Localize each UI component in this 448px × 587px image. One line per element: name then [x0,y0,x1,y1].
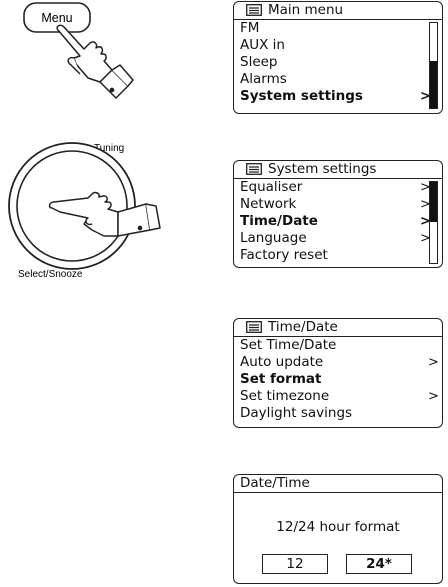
menu-item-label: Equaliser [240,179,302,195]
option-label: 12 [286,556,303,572]
menu-item-set-format[interactable]: Set format [234,371,442,388]
menu-item-network[interactable]: Network> [234,196,442,213]
menu-item-time-date[interactable]: Time/Date> [234,213,442,230]
main-menu-screen: Main menu FM AUX in Sleep Alarms System … [233,1,443,114]
screen-title: System settings [268,161,376,177]
scroll-thumb[interactable] [430,182,437,222]
chevron-right-icon: > [428,354,439,371]
menu-item-label: Time/Date [240,213,318,229]
menu-item-language[interactable]: Language> [234,230,442,247]
menu-item-set-time-date[interactable]: Set Time/Date [234,337,442,354]
menu-item-aux-in[interactable]: AUX in [234,37,442,54]
menu-item-label: System settings [240,88,363,104]
menu-item-label: Factory reset [240,247,328,263]
menu-list: Equaliser> Network> Time/Date> Language>… [234,179,442,264]
menu-item-sleep[interactable]: Sleep [234,54,442,71]
menu-item-label: Alarms [240,71,287,87]
menu-item-system-settings[interactable]: System settings> [234,88,442,105]
menu-button-illustration: Menu [0,0,200,120]
menu-item-label: Sleep [240,54,278,70]
menu-item-alarms[interactable]: Alarms [234,71,442,88]
chevron-right-icon: > [428,388,439,405]
menu-item-fm[interactable]: FM [234,20,442,37]
option-label: 24* [366,556,392,572]
dialog-prompt: 12/24 hour format [234,519,442,535]
scrollbar[interactable] [429,181,438,264]
screen-title: Time/Date [268,319,338,335]
menu-item-label: AUX in [240,37,285,53]
menu-item-label: Set timezone [240,388,329,404]
menu-item-label: FM [240,20,259,36]
screen-title-bar: Main menu [234,2,442,20]
screen-title: Date/Time [240,475,310,491]
list-menu-icon [246,4,262,16]
scrollbar[interactable] [429,22,438,109]
menu-item-daylight-savings[interactable]: Daylight savings [234,405,442,422]
time-date-screen: Time/Date Set Time/Date Auto update > Set… [233,318,443,428]
menu-button-label: Menu [41,11,72,25]
tuning-dial-illustration: Tuning Select/Snooze [0,140,210,280]
screen-title-bar: Time/Date [234,319,442,337]
menu-item-label: Network [240,196,296,212]
select-snooze-label: Select/Snooze [18,269,83,280]
menu-item-label: Set format [240,371,321,387]
menu-item-label: Auto update [240,354,323,370]
menu-item-label: Set Time/Date [240,337,336,353]
menu-item-label: Daylight savings [240,405,352,421]
list-menu-icon [246,163,262,175]
screen-title: Main menu [268,2,343,18]
screen-title-bar: Date/Time [234,475,442,493]
system-settings-screen: System settings Equaliser> Network> Time… [233,160,443,268]
option-24-hour[interactable]: 24* [346,554,412,574]
list-menu-icon [246,321,262,333]
screen-title-bar: System settings [234,161,442,179]
hand-pointer-icon [57,25,133,98]
menu-item-set-timezone[interactable]: Set timezone > [234,388,442,405]
menu-list: FM AUX in Sleep Alarms System settings> [234,20,442,105]
menu-item-label: Language [240,230,307,246]
option-12-hour[interactable]: 12 [262,554,328,574]
scroll-thumb[interactable] [430,61,437,108]
menu-list: Set Time/Date Auto update > Set format Se… [234,337,442,422]
menu-item-auto-update[interactable]: Auto update > [234,354,442,371]
menu-item-equaliser[interactable]: Equaliser> [234,179,442,196]
date-time-format-dialog: Date/Time 12/24 hour format 12 24* [233,474,443,584]
menu-item-factory-reset[interactable]: Factory reset [234,247,442,264]
